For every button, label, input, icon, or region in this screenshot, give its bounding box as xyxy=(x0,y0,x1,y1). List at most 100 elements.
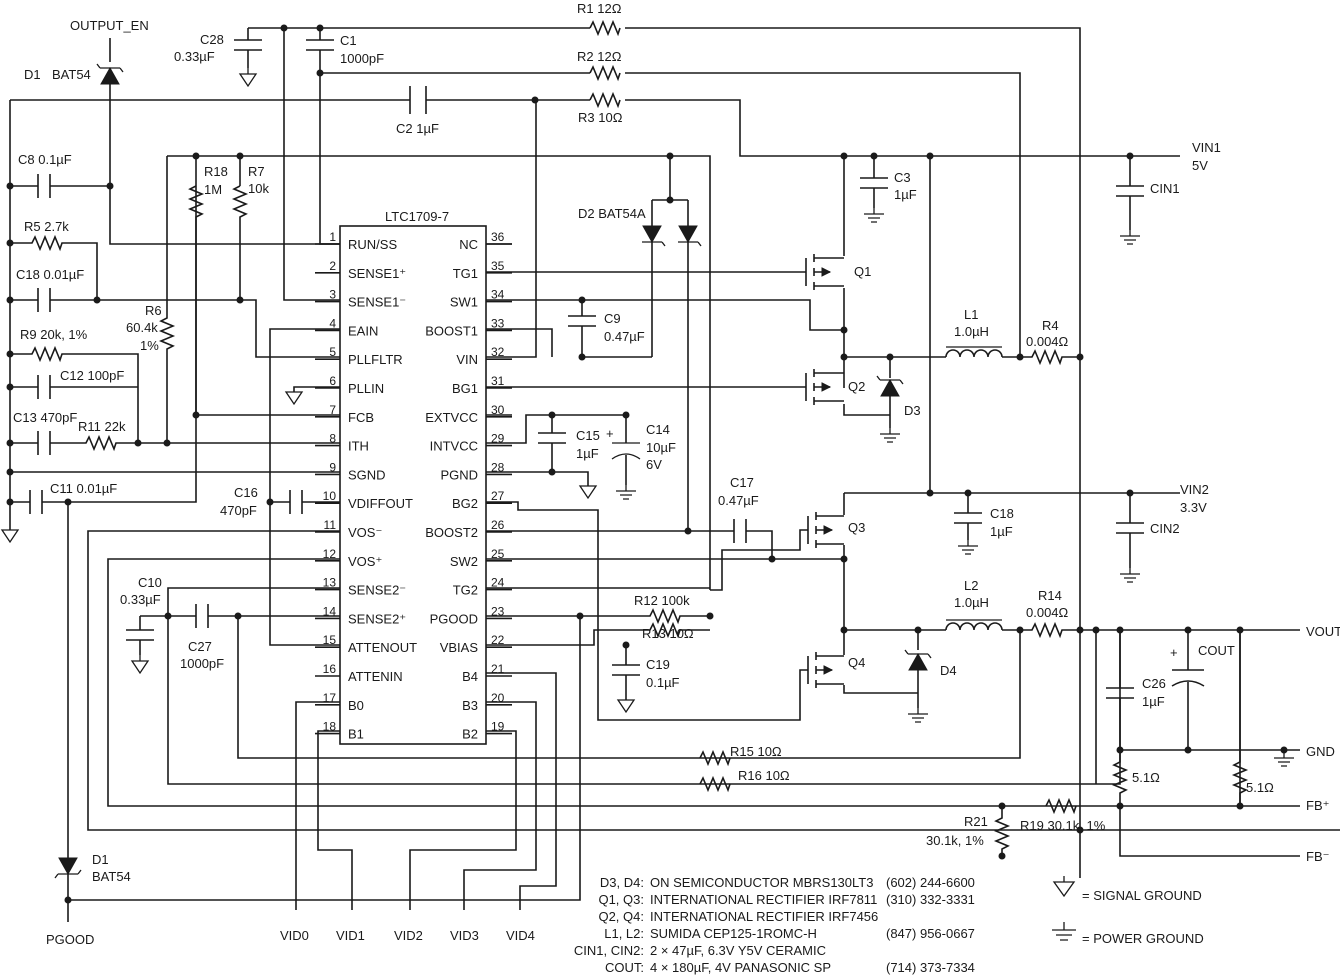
c11-label: C11 0.01µF xyxy=(50,481,117,496)
vin2-label: VIN2 xyxy=(1180,482,1209,497)
d1-bot-ref: D1 xyxy=(92,852,109,867)
pin-name: EAIN xyxy=(348,323,378,338)
c15-val: 1µF xyxy=(576,446,599,461)
vid2-label: VID2 xyxy=(394,928,423,943)
c13-label: C13 470pF xyxy=(13,410,77,425)
r14-ref: R14 xyxy=(1038,588,1062,603)
cout-label: COUT xyxy=(1198,643,1235,658)
pin-number: 25 xyxy=(491,547,505,561)
ic-name: LTC1709-7 xyxy=(385,209,449,224)
c16-ref: C16 xyxy=(234,485,258,500)
pin-number: 15 xyxy=(323,633,337,647)
pin-number: 13 xyxy=(323,576,337,590)
pin-number: 28 xyxy=(491,460,505,474)
r12-label: R12 100k xyxy=(634,593,690,608)
r4-val: 0.004Ω xyxy=(1026,334,1069,349)
pin-number: 30 xyxy=(491,403,505,417)
c27-val: 1000pF xyxy=(180,656,224,671)
vid0-label: VID0 xyxy=(280,928,309,943)
c10-ref: C10 xyxy=(138,575,162,590)
c18a-label: C18 0.01µF xyxy=(16,267,84,282)
pin-name: PLLFLTR xyxy=(348,352,403,367)
pin-name: SENSE2⁺ xyxy=(348,611,406,626)
c3-ref: C3 xyxy=(894,170,911,185)
cin1-label: CIN1 xyxy=(1150,181,1180,196)
pin-name: B1 xyxy=(348,727,364,742)
bom-phone: (714) 373-7334 xyxy=(886,960,975,975)
pin-number: 36 xyxy=(491,230,505,244)
r7-ref: R7 xyxy=(248,164,265,179)
pin-number: 11 xyxy=(324,518,337,532)
d2-label: D2 BAT54A xyxy=(578,206,646,221)
pin-name: SENSE1⁺ xyxy=(348,266,406,281)
pin-number: 21 xyxy=(491,662,505,676)
r16-label: R16 10Ω xyxy=(738,768,790,783)
l2-val: 1.0µH xyxy=(954,595,989,610)
pin-name: VBIAS xyxy=(440,640,479,655)
d3-label: D3 xyxy=(904,403,921,418)
fbm-label: FB⁻ xyxy=(1306,849,1329,864)
c17-ref: C17 xyxy=(730,475,754,490)
c3-val: 1µF xyxy=(894,187,917,202)
q4-label: Q4 xyxy=(848,655,865,670)
pin-number: 8 xyxy=(329,432,336,446)
pin-name: ATTENIN xyxy=(348,669,403,684)
bom-ref: L1, L2: xyxy=(604,926,644,941)
r13-label: R13 10Ω xyxy=(642,626,694,641)
pin-name: VIN xyxy=(456,352,478,367)
bom-desc: 4 × 180µF, 4V PANASONIC SP xyxy=(650,960,831,975)
pin-name: PLLIN xyxy=(348,381,384,396)
pin-name: SGND xyxy=(348,467,386,482)
c16-val: 470pF xyxy=(220,503,257,518)
c27-ref: C27 xyxy=(188,639,212,654)
fbp-label: FB⁺ xyxy=(1306,798,1329,813)
pin-number: 22 xyxy=(491,633,505,647)
vout-label: VOUT xyxy=(1306,624,1340,639)
pin-name: PGOOD xyxy=(430,611,478,626)
q1-label: Q1 xyxy=(854,264,871,279)
c9-ref: C9 xyxy=(604,311,621,326)
c17-val: 0.47µF xyxy=(718,493,759,508)
legend-signal-ground: = SIGNAL GROUND xyxy=(1082,888,1202,903)
c8-label: C8 0.1µF xyxy=(18,152,72,167)
r19-label: R19 30.1k, 1% xyxy=(1020,818,1106,833)
r3-label: R3 10Ω xyxy=(578,110,623,125)
pin-name: VOS⁻ xyxy=(348,525,382,540)
pin-name: NC xyxy=(459,237,478,252)
pin-name: EXTVCC xyxy=(425,410,478,425)
r18-val: 1M xyxy=(204,182,222,197)
c12-label: C12 100pF xyxy=(60,368,124,383)
pin-name: VOS⁺ xyxy=(348,554,382,569)
pin-number: 10 xyxy=(323,489,337,503)
pin-name: SW1 xyxy=(450,295,478,310)
bom-desc: INTERNATIONAL RECTIFIER IRF7811 xyxy=(650,892,877,907)
r4-ref: R4 xyxy=(1042,318,1059,333)
c18b-val: 1µF xyxy=(990,524,1013,539)
pin-name: BG1 xyxy=(452,381,478,396)
pin-name: BG2 xyxy=(452,496,478,511)
l1-ref: L1 xyxy=(964,307,978,322)
l2-ref: L2 xyxy=(964,578,978,593)
pin-name: B4 xyxy=(462,669,478,684)
pin-number: 27 xyxy=(491,489,505,503)
pin-number: 19 xyxy=(491,720,505,734)
pin-number: 26 xyxy=(491,518,505,532)
bom-desc: ON SEMICONDUCTOR MBRS130LT3 xyxy=(650,875,873,890)
legend-power-ground: = POWER GROUND xyxy=(1082,931,1204,946)
c1-val: 1000pF xyxy=(340,51,384,66)
c14-volt: 6V xyxy=(646,457,662,472)
pin-number: 32 xyxy=(491,345,505,359)
r-fb1-label: 5.1Ω xyxy=(1132,770,1160,785)
r18-ref: R18 xyxy=(204,164,228,179)
bom-ref: Q2, Q4: xyxy=(598,909,644,924)
pin-number: 1 xyxy=(329,230,336,244)
pin-name: SENSE2⁻ xyxy=(348,583,406,598)
c26-ref: C26 xyxy=(1142,676,1166,691)
pin-number: 2 xyxy=(329,259,336,273)
pin-number: 6 xyxy=(329,374,336,388)
pin-name: SW2 xyxy=(450,554,478,569)
bom-ref: CIN1, CIN2: xyxy=(574,943,644,958)
vid4-label: VID4 xyxy=(506,928,535,943)
pin-number: 9 xyxy=(329,460,336,474)
